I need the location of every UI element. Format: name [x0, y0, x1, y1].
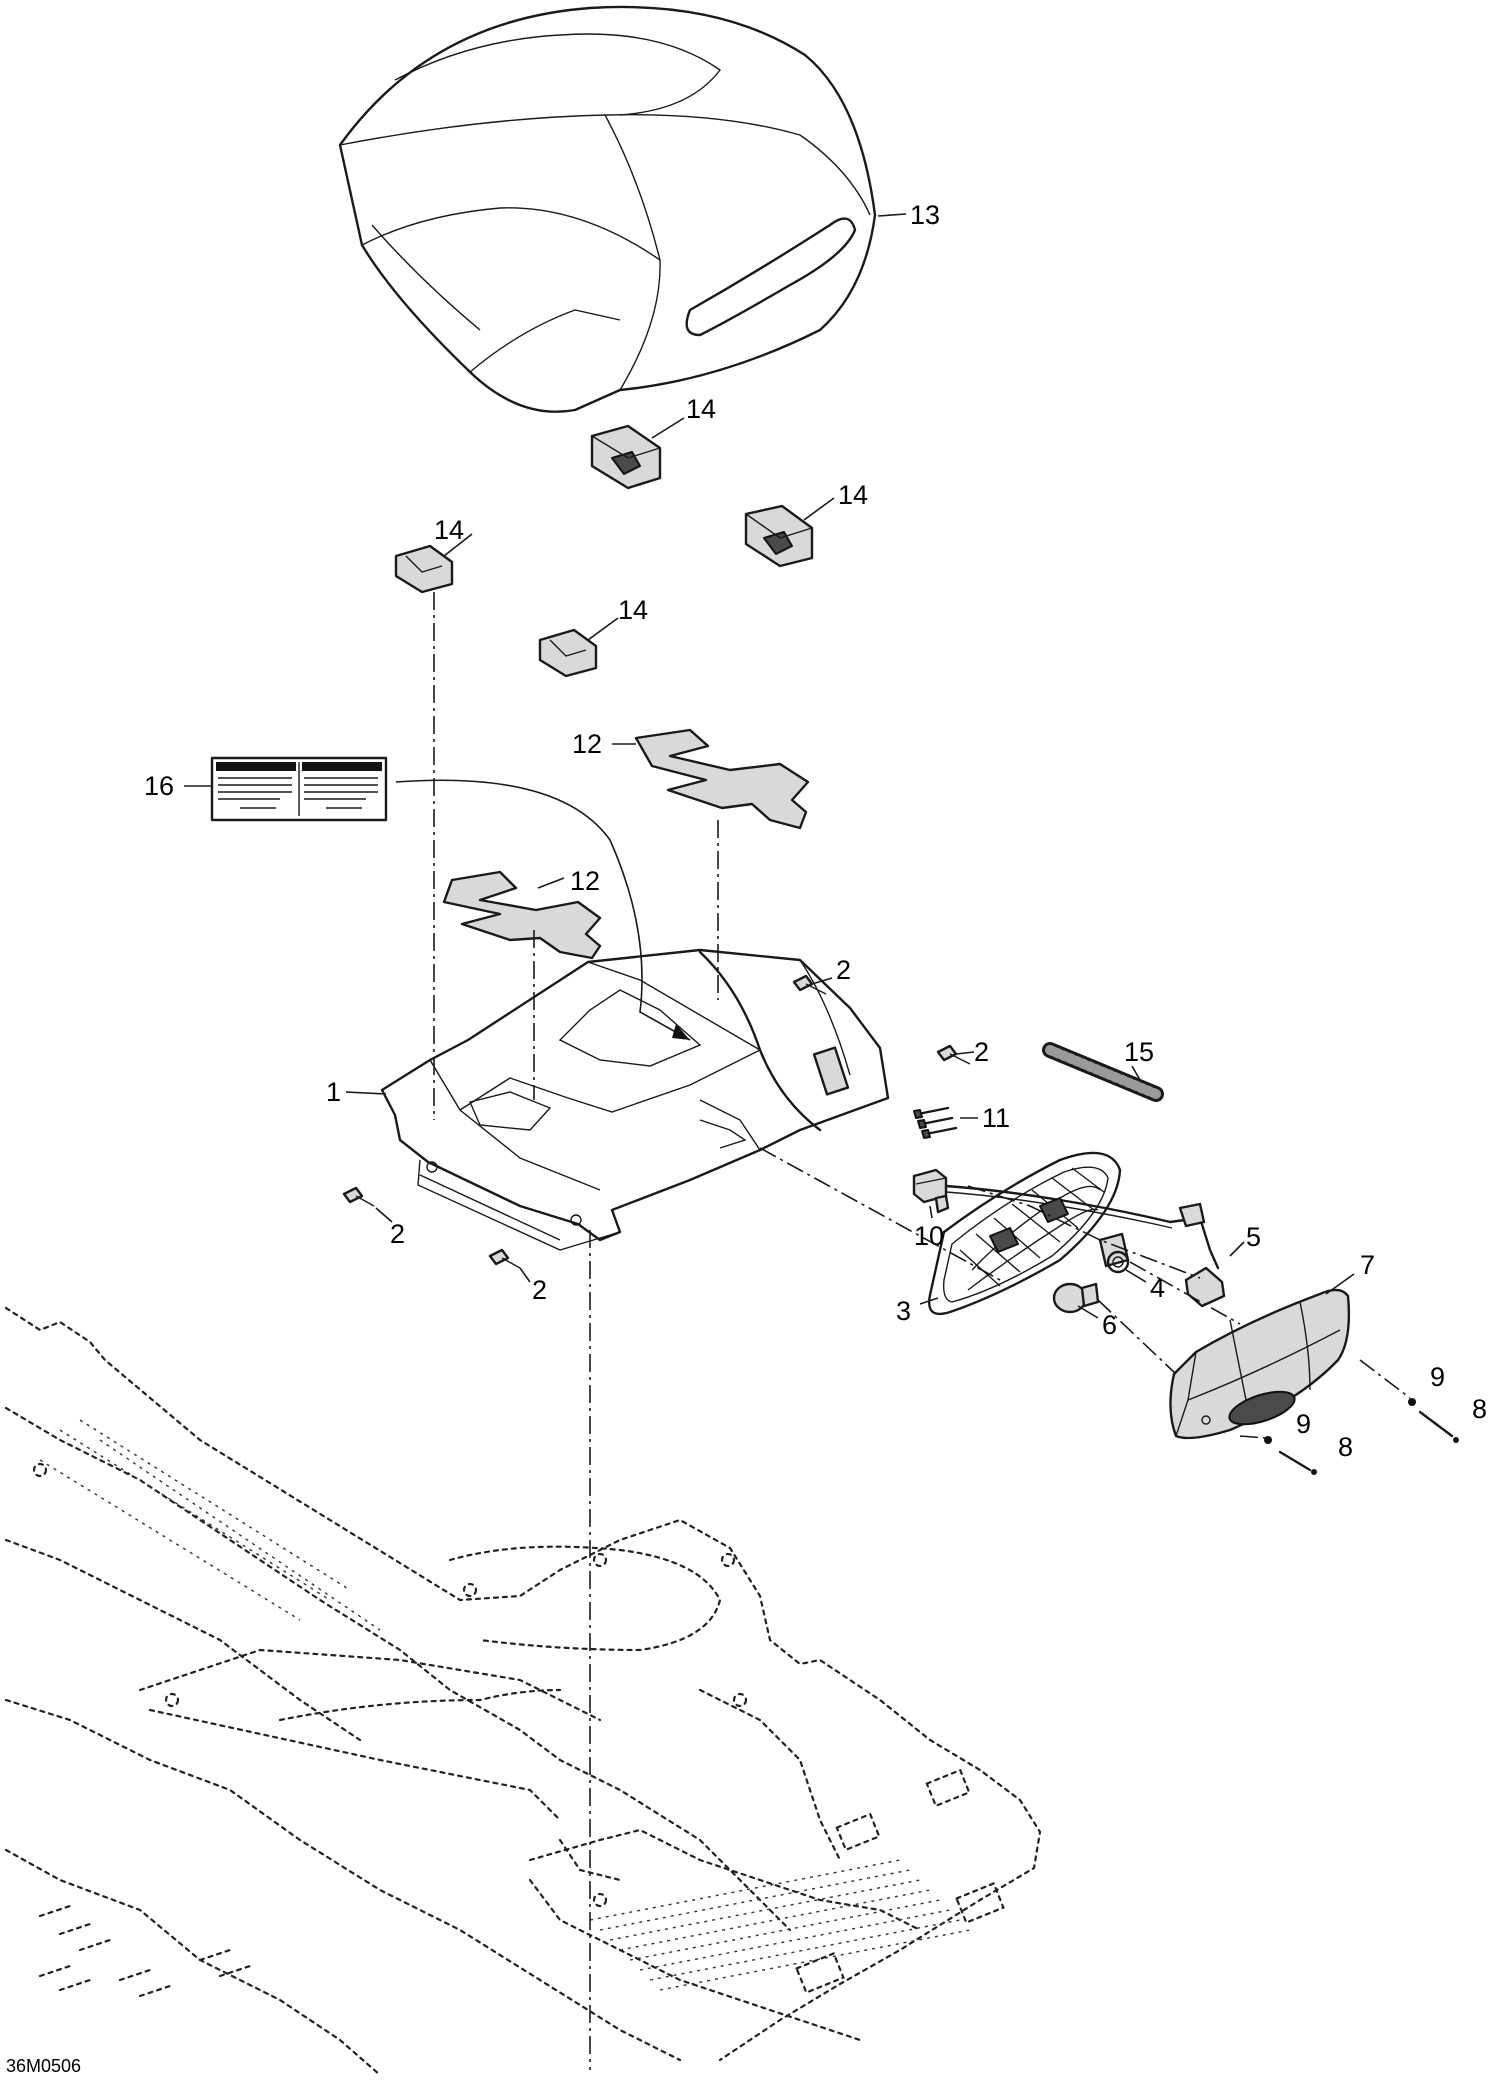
taillight-housing[interactable]: [928, 1151, 1122, 1316]
callout-3: 3: [896, 1296, 911, 1326]
wire-connector[interactable]: [912, 1168, 950, 1214]
leader-lines: [184, 213, 1355, 1319]
callout-15: 15: [1124, 1037, 1154, 1067]
callout-7: 7: [1360, 1250, 1375, 1280]
seat-pad-lower[interactable]: [442, 870, 602, 960]
lens-screw-right[interactable]: [1408, 1398, 1459, 1443]
seat-clip-right[interactable]: [744, 504, 814, 568]
seat-cushion[interactable]: [338, 5, 877, 413]
callout-14-c: 14: [434, 515, 464, 545]
diagram-reference-code: 36M0506: [6, 2056, 81, 2076]
callout-8-a: 8: [1472, 1394, 1487, 1424]
alignment-lines: [433, 592, 1411, 2070]
connector-pins[interactable]: [913, 1106, 958, 1139]
callout-1: 1: [326, 1077, 341, 1107]
seat-clip-left[interactable]: [394, 544, 454, 594]
callout-4: 4: [1150, 1273, 1165, 1303]
warning-decal[interactable]: [210, 756, 388, 822]
wiring-harness[interactable]: [944, 1184, 1226, 1308]
callout-12-a: 12: [572, 729, 602, 759]
callout-5: 5: [1246, 1222, 1261, 1252]
callout-6: 6: [1102, 1310, 1117, 1340]
decal-guide-arrow: [395, 779, 691, 1041]
screw-bottom[interactable]: [488, 1248, 521, 1269]
seat-base[interactable]: [380, 948, 890, 1251]
callout-2-d: 2: [532, 1275, 547, 1305]
callout-14-d: 14: [618, 595, 648, 625]
taillight-lens[interactable]: [1169, 1288, 1351, 1440]
callout-13: 13: [910, 200, 940, 230]
callout-11: 11: [982, 1103, 1010, 1133]
bulb[interactable]: [1052, 1282, 1100, 1314]
callout-9-b: 9: [1296, 1409, 1311, 1439]
vehicle-chassis: [4, 1306, 1042, 2077]
seat-clip-center[interactable]: [538, 628, 598, 678]
callout-16: 16: [144, 771, 174, 801]
seat-pad-upper[interactable]: [634, 728, 810, 830]
screw-left[interactable]: [342, 1186, 375, 1207]
wire-sleeve[interactable]: [1042, 1042, 1164, 1102]
callout-14-a: 14: [686, 394, 716, 424]
callout-2-b: 2: [974, 1037, 989, 1067]
seat-clip-top[interactable]: [590, 424, 662, 490]
bulb-socket[interactable]: [1098, 1232, 1130, 1274]
callout-12-b: 12: [570, 866, 600, 896]
callout-10: 10: [914, 1221, 944, 1251]
callout-9-a: 9: [1430, 1362, 1445, 1392]
callout-2-a: 2: [836, 955, 851, 985]
callout-8-b: 8: [1338, 1432, 1353, 1462]
callout-labels: 13 14 14 14 14 12 16 12 2 2 1 11 15 10 5…: [6, 200, 1487, 2076]
callout-14-b: 14: [838, 480, 868, 510]
callout-2-c: 2: [390, 1219, 405, 1249]
lens-screw-bottom[interactable]: [1264, 1436, 1317, 1475]
screw-top-2[interactable]: [936, 1044, 971, 1065]
